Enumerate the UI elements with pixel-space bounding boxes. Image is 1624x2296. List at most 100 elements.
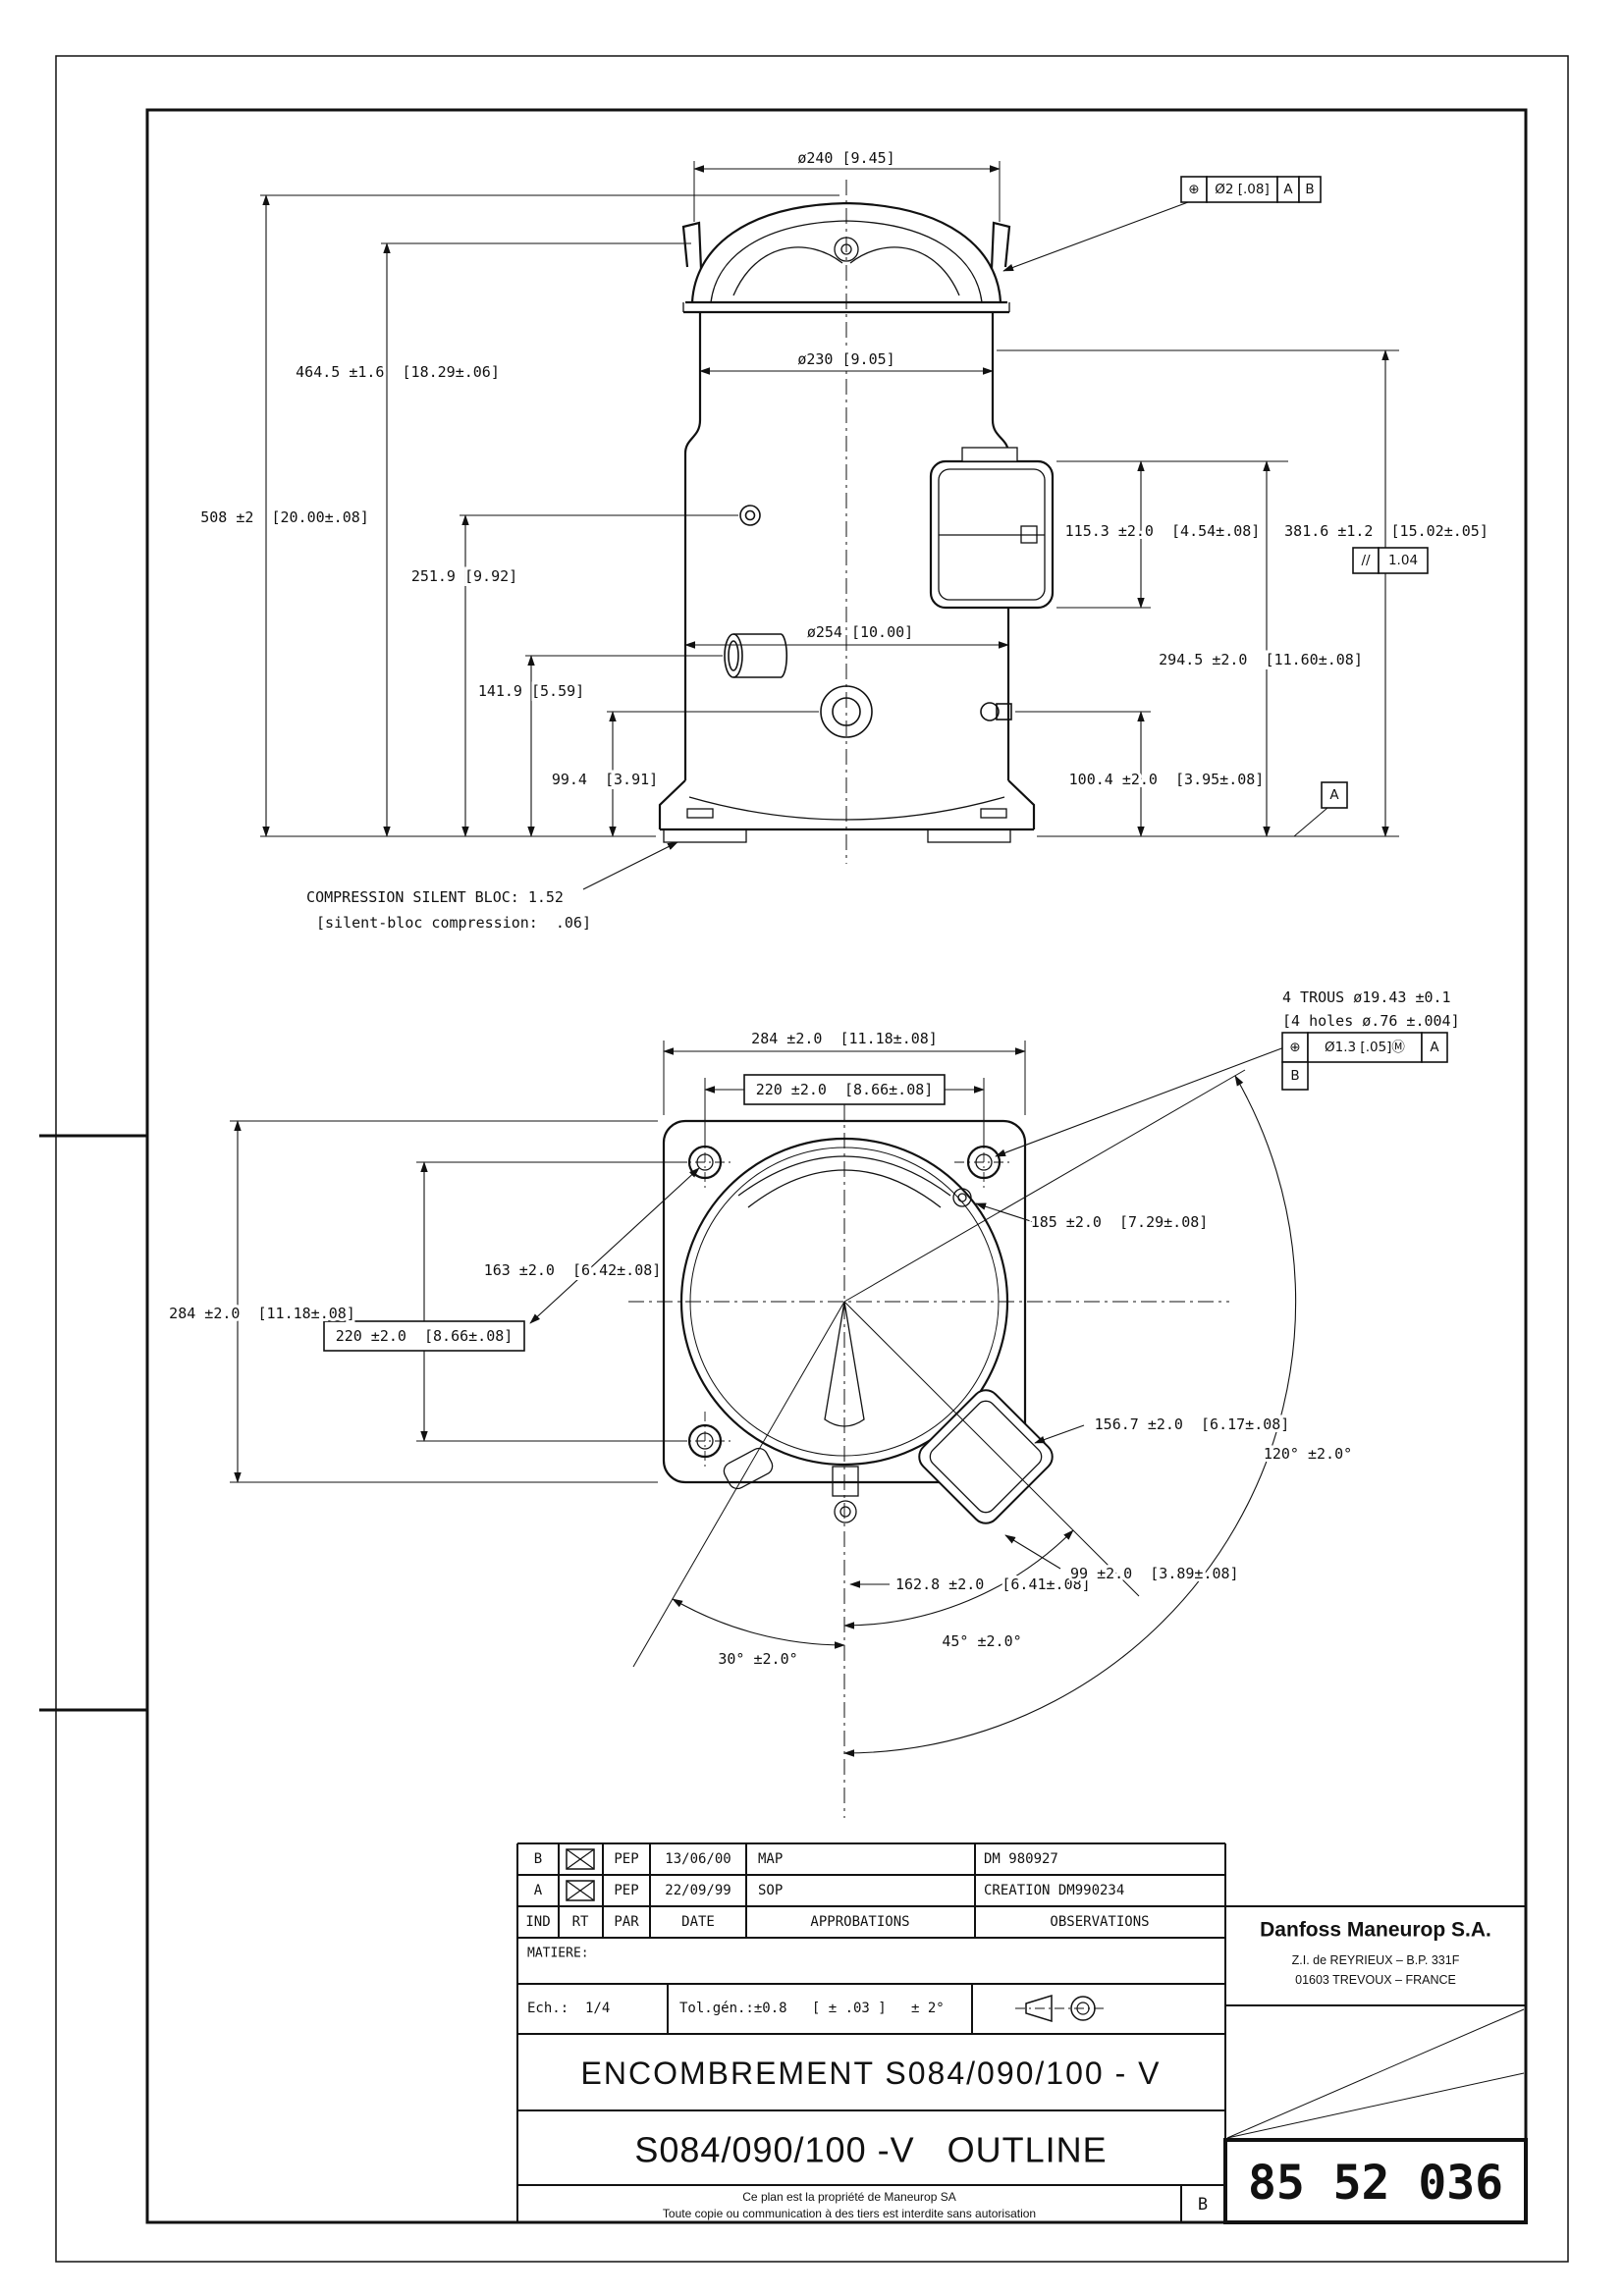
sheet-borders	[39, 55, 1569, 2263]
holes-note-en: [4 holes ø.76 ±.004]	[1282, 1012, 1460, 1030]
dim-162-8: 162.8 ±2.0 [6.41±.08]	[895, 1575, 1091, 1593]
signature-diagonal	[1226, 2072, 1525, 2139]
rev-observation: DM 980927	[984, 1851, 1058, 1867]
rev-par: PEP	[614, 1851, 638, 1867]
property-note-1: Ce plan est la propriété de Maneurop SA	[742, 2190, 955, 2204]
dim-height-381: 381.6 ±1.2 [15.02±.05]	[1284, 522, 1489, 540]
header-observations: OBSERVATIONS	[1050, 1914, 1149, 1930]
header-rt: RT	[572, 1914, 589, 1930]
dim-99: 99 ±2.0 [3.89±.08]	[1070, 1565, 1239, 1582]
angle-30: 30° ±2.0°	[718, 1650, 797, 1668]
matiere-label: MATIERE:	[527, 1947, 589, 1961]
rev-approbation: SOP	[758, 1883, 783, 1898]
datum-ref-b: B	[1305, 182, 1314, 197]
position-tolerance-value: Ø2 [.08]	[1215, 182, 1270, 197]
dim-width-220: 220 ±2.0 [8.66±.08]	[756, 1081, 934, 1098]
dim-height-284: 284 ±2.0 [11.18±.08]	[169, 1305, 355, 1322]
right-lug	[990, 221, 1011, 270]
upper-fitting	[739, 505, 761, 526]
dim-height-115: 115.3 ±2.0 [4.54±.08]	[1065, 522, 1261, 540]
holes-tolerance-frame: ⊕ Ø1.3 [.05]Ⓜ A B	[1281, 1032, 1448, 1091]
position-tolerance-frame: ⊕ Ø2 [.08] A B	[1180, 176, 1322, 203]
position-symbol-icon: ⊕	[1289, 1040, 1300, 1055]
dim-dia-230: ø230 [9.05]	[797, 350, 894, 368]
dim-185: 185 ±2.0 [7.29±.08]	[1031, 1213, 1209, 1231]
datum-a-flag: A	[1321, 781, 1348, 809]
right-stud	[980, 702, 1000, 721]
right-foot	[1007, 779, 1036, 829]
left-lug	[681, 221, 703, 270]
company-address-2: 01603 TREVOUX – FRANCE	[1295, 1973, 1456, 1987]
dim-height-464: 464.5 ±1.6 [18.29±.06]	[296, 363, 500, 381]
datum-ref-b: B	[1290, 1068, 1299, 1084]
datum-ref-a: A	[1430, 1040, 1439, 1055]
top-view: 4 TROUS ø19.43 ±0.1 [4 holes ø.76 ±.004]…	[166, 986, 1463, 1818]
rev-date: 13/06/00	[665, 1851, 731, 1867]
compressor-shell-outline	[658, 201, 1036, 843]
dim-height-100: 100.4 ±2.0 [3.95±.08]	[1069, 771, 1265, 788]
header-date: DATE	[681, 1914, 715, 1930]
document-number-box	[1223, 2138, 1528, 2224]
basic-dim-box-left	[323, 1320, 525, 1352]
top-dimension-texts: 4 TROUS ø19.43 ±0.1 [4 holes ø.76 ±.004]…	[166, 986, 1462, 1671]
suction-connector-top	[723, 1447, 774, 1490]
left-foot	[658, 779, 686, 829]
rev-ind: B	[534, 1851, 542, 1867]
terminal-box	[929, 447, 1055, 610]
rev-ind: A	[534, 1883, 543, 1898]
scale-label: Ech.: 1/4	[527, 2001, 610, 2016]
front-dimension-lines	[262, 165, 1389, 890]
property-note-2: Toute copie ou communication à des tiers…	[663, 2207, 1036, 2220]
title-block: B PEP 13/06/00 MAP DM 980927 A PEP 22/09…	[516, 1842, 1528, 2224]
document-number: 85 52 036	[1248, 2156, 1503, 2211]
dim-height-508: 508 ±2 [20.00±.08]	[200, 508, 369, 526]
company-block: Danfoss Maneurop S.A. Z.I. de REYRIEUX –…	[1260, 1919, 1491, 1988]
revision-mark-icon	[566, 1848, 595, 1870]
dim-height-294: 294.5 ±2.0 [11.60±.08]	[1159, 651, 1363, 668]
title-block-lines	[516, 1842, 1528, 2224]
dim-163: 163 ±2.0 [6.42±.08]	[484, 1261, 662, 1279]
revision-row-a: A PEP 22/09/99 SOP CREATION DM990234	[534, 1883, 1125, 1898]
header-ind: IND	[525, 1914, 550, 1930]
company-address-1: Z.I. de REYRIEUX – B.P. 331F	[1292, 1953, 1460, 1967]
position-symbol-icon: ⊕	[1188, 182, 1199, 197]
header-approbations: APPROBATIONS	[810, 1914, 909, 1930]
silent-bloc-note-fr: COMPRESSION SILENT BLOC: 1.52	[306, 888, 564, 906]
company-name: Danfoss Maneurop S.A.	[1260, 1919, 1491, 1942]
parallelism-value: 1.04	[1388, 553, 1418, 568]
holes-note-fr: 4 TROUS ø19.43 ±0.1	[1282, 988, 1451, 1006]
drawing-title-en: S084/090/100 -V OUTLINE	[634, 2130, 1107, 2170]
revision-mark-icon	[566, 1880, 595, 1901]
dim-height-99: 99.4 [3.91]	[552, 771, 658, 788]
terminal-box-top	[918, 1389, 1054, 1524]
datum-ref-a: A	[1283, 182, 1293, 197]
angle-45: 45° ±2.0°	[942, 1632, 1021, 1650]
revision-header-row: IND RT PAR DATE APPROBATIONS OBSERVATION…	[525, 1914, 1149, 1930]
front-view: ø240 [9.45] 464.5 ±1.6 [18.29±.06] 508 ±…	[197, 146, 1491, 934]
rev-par: PEP	[614, 1883, 638, 1898]
datum-a-label: A	[1329, 787, 1339, 803]
rev-observation: CREATION DM990234	[984, 1883, 1124, 1898]
revision-row-b: B PEP 13/06/00 MAP DM 980927	[534, 1851, 1058, 1867]
dim-height-220: 220 ±2.0 [8.66±.08]	[336, 1327, 514, 1345]
oil-sight-glass	[820, 685, 873, 738]
rev-approbation: MAP	[758, 1851, 783, 1867]
top-dimension-lines	[234, 1046, 1285, 1588]
dim-height-251: 251.9 [9.92]	[411, 567, 517, 585]
shell-fittings	[724, 505, 1012, 738]
tolerance-label: Tol.gén.:±0.8 [ ± .03 ] ± 2°	[679, 2001, 945, 2016]
header-par: PAR	[614, 1914, 639, 1930]
dim-height-141: 141.9 [5.59]	[478, 682, 584, 700]
dim-dia-240: ø240 [9.45]	[797, 149, 894, 167]
angle-construction	[632, 1069, 1297, 1757]
parallelism-symbol-icon: //	[1361, 553, 1371, 568]
front-extension-lines	[260, 161, 1399, 837]
angle-120: 120° ±2.0°	[1264, 1445, 1352, 1463]
holes-tolerance-value: Ø1.3 [.05]Ⓜ	[1325, 1040, 1405, 1055]
current-revision-letter: B	[1198, 2195, 1208, 2215]
drawing-title-fr: ENCOMBREMENT S084/090/100 - V	[581, 2056, 1162, 2091]
signature-diagonal	[1226, 2008, 1525, 2139]
rev-date: 22/09/99	[665, 1883, 731, 1898]
